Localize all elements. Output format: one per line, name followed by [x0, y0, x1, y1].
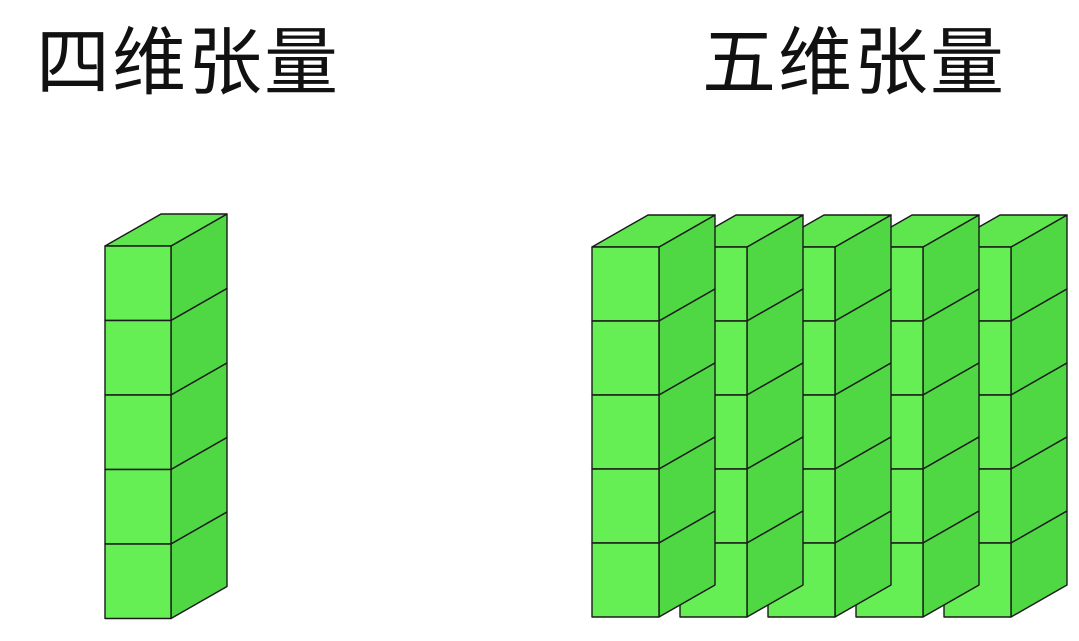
cube-front-face: [591, 468, 660, 544]
four-dimensional-tensor-title: 四维张量: [36, 20, 340, 106]
cube-front-face: [104, 319, 172, 396]
tensor-cube: [104, 362, 228, 471]
tensor-cube: [591, 510, 716, 618]
cube-front-face: [104, 394, 172, 471]
tensor-cube: [591, 362, 716, 470]
cube-front-face: [591, 246, 660, 322]
cube-front-face: [104, 468, 172, 545]
tensor-cube: [591, 436, 716, 544]
tensor-cube: [104, 213, 228, 322]
five-dimensional-tensor-title: 五维张量: [702, 20, 1006, 106]
cube-front-face: [104, 245, 172, 322]
cube-front-face: [591, 394, 660, 470]
tensor-cube: [104, 511, 228, 620]
tensor-cube: [104, 287, 228, 396]
tensor-cube: [591, 214, 716, 322]
cube-front-face: [591, 320, 660, 396]
five-dimensional-tensor-block: [591, 214, 1068, 618]
four-dimensional-tensor-stack: [104, 213, 228, 620]
cube-front-face: [591, 542, 660, 618]
cube-front-face: [104, 543, 172, 620]
